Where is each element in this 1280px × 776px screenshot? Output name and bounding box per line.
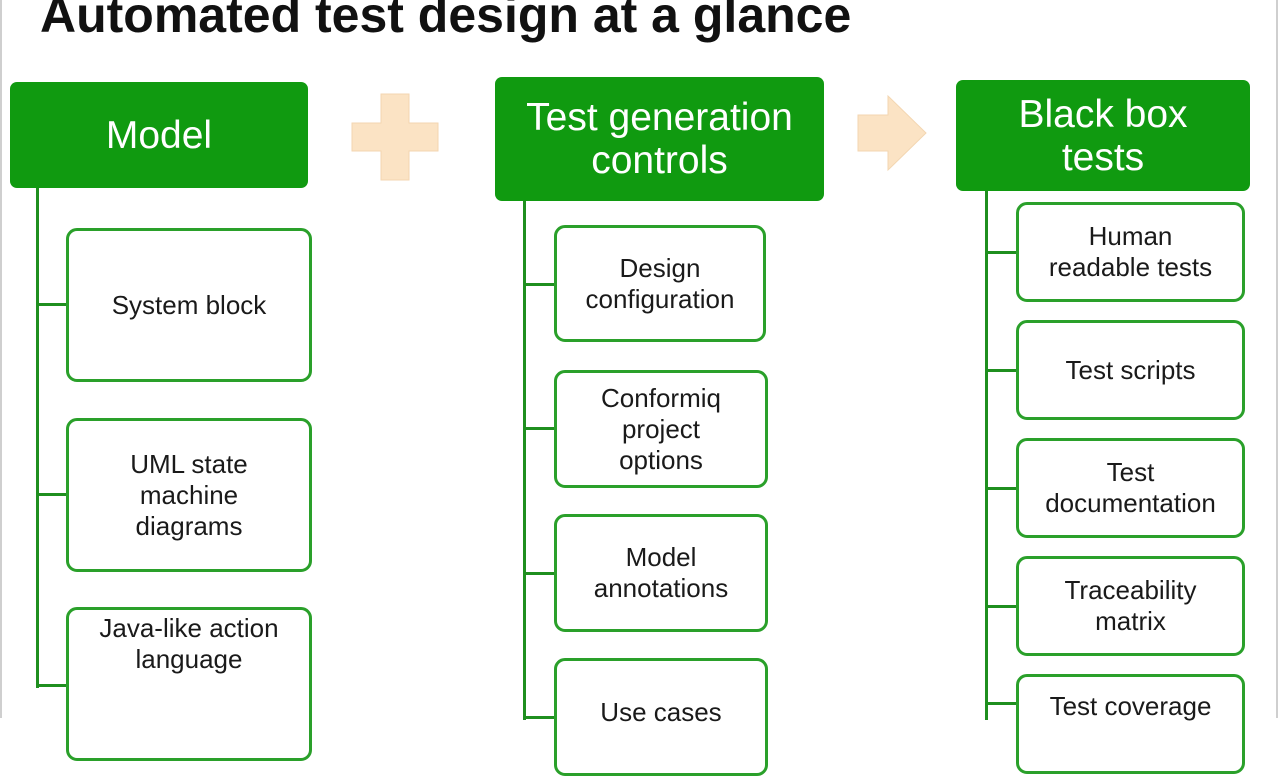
controls-header-label: Test generation controls [526, 96, 793, 182]
tests-connector [985, 369, 1017, 372]
controls-connector [523, 427, 556, 430]
tests-header: Black box tests [956, 80, 1250, 191]
tests-item-human-readable: Human readable tests [1016, 202, 1245, 302]
model-connector [36, 684, 68, 687]
page-title: Automated test design at a glance [40, 0, 852, 43]
model-item-action-language: Java-like action language [66, 607, 312, 761]
controls-item-use-cases: Use cases [554, 658, 768, 776]
tests-connector-trunk [985, 191, 988, 720]
model-connector [36, 303, 68, 306]
plus-icon [351, 93, 439, 181]
tests-item-test-scripts: Test scripts [1016, 320, 1245, 420]
controls-item-project-options: Conformiq project options [554, 370, 768, 488]
tests-connector [985, 487, 1017, 490]
tests-item-test-coverage: Test coverage [1016, 674, 1245, 774]
controls-connector [523, 572, 556, 575]
tests-item-traceability-matrix: Traceability matrix [1016, 556, 1245, 656]
model-connector [36, 493, 68, 496]
tests-connector [985, 251, 1017, 254]
controls-item-design-configuration: Design configuration [554, 225, 766, 342]
model-header-label: Model [105, 113, 213, 157]
controls-connector [523, 283, 556, 286]
tests-connector [985, 605, 1017, 608]
tests-connector [985, 702, 1017, 705]
controls-connector [523, 716, 556, 719]
tests-header-label: Black box tests [1018, 92, 1188, 179]
model-item-uml-diagrams: UML state machine diagrams [66, 418, 312, 572]
controls-header: Test generation controls [495, 77, 824, 201]
model-header: Model [10, 82, 308, 188]
tests-item-test-documentation: Test documentation [1016, 438, 1245, 538]
model-item-system-block: System block [66, 228, 312, 382]
model-connector-trunk [36, 188, 39, 688]
controls-connector-trunk [523, 201, 526, 720]
controls-item-model-annotations: Model annotations [554, 514, 768, 632]
arrow-right-icon [857, 94, 927, 172]
